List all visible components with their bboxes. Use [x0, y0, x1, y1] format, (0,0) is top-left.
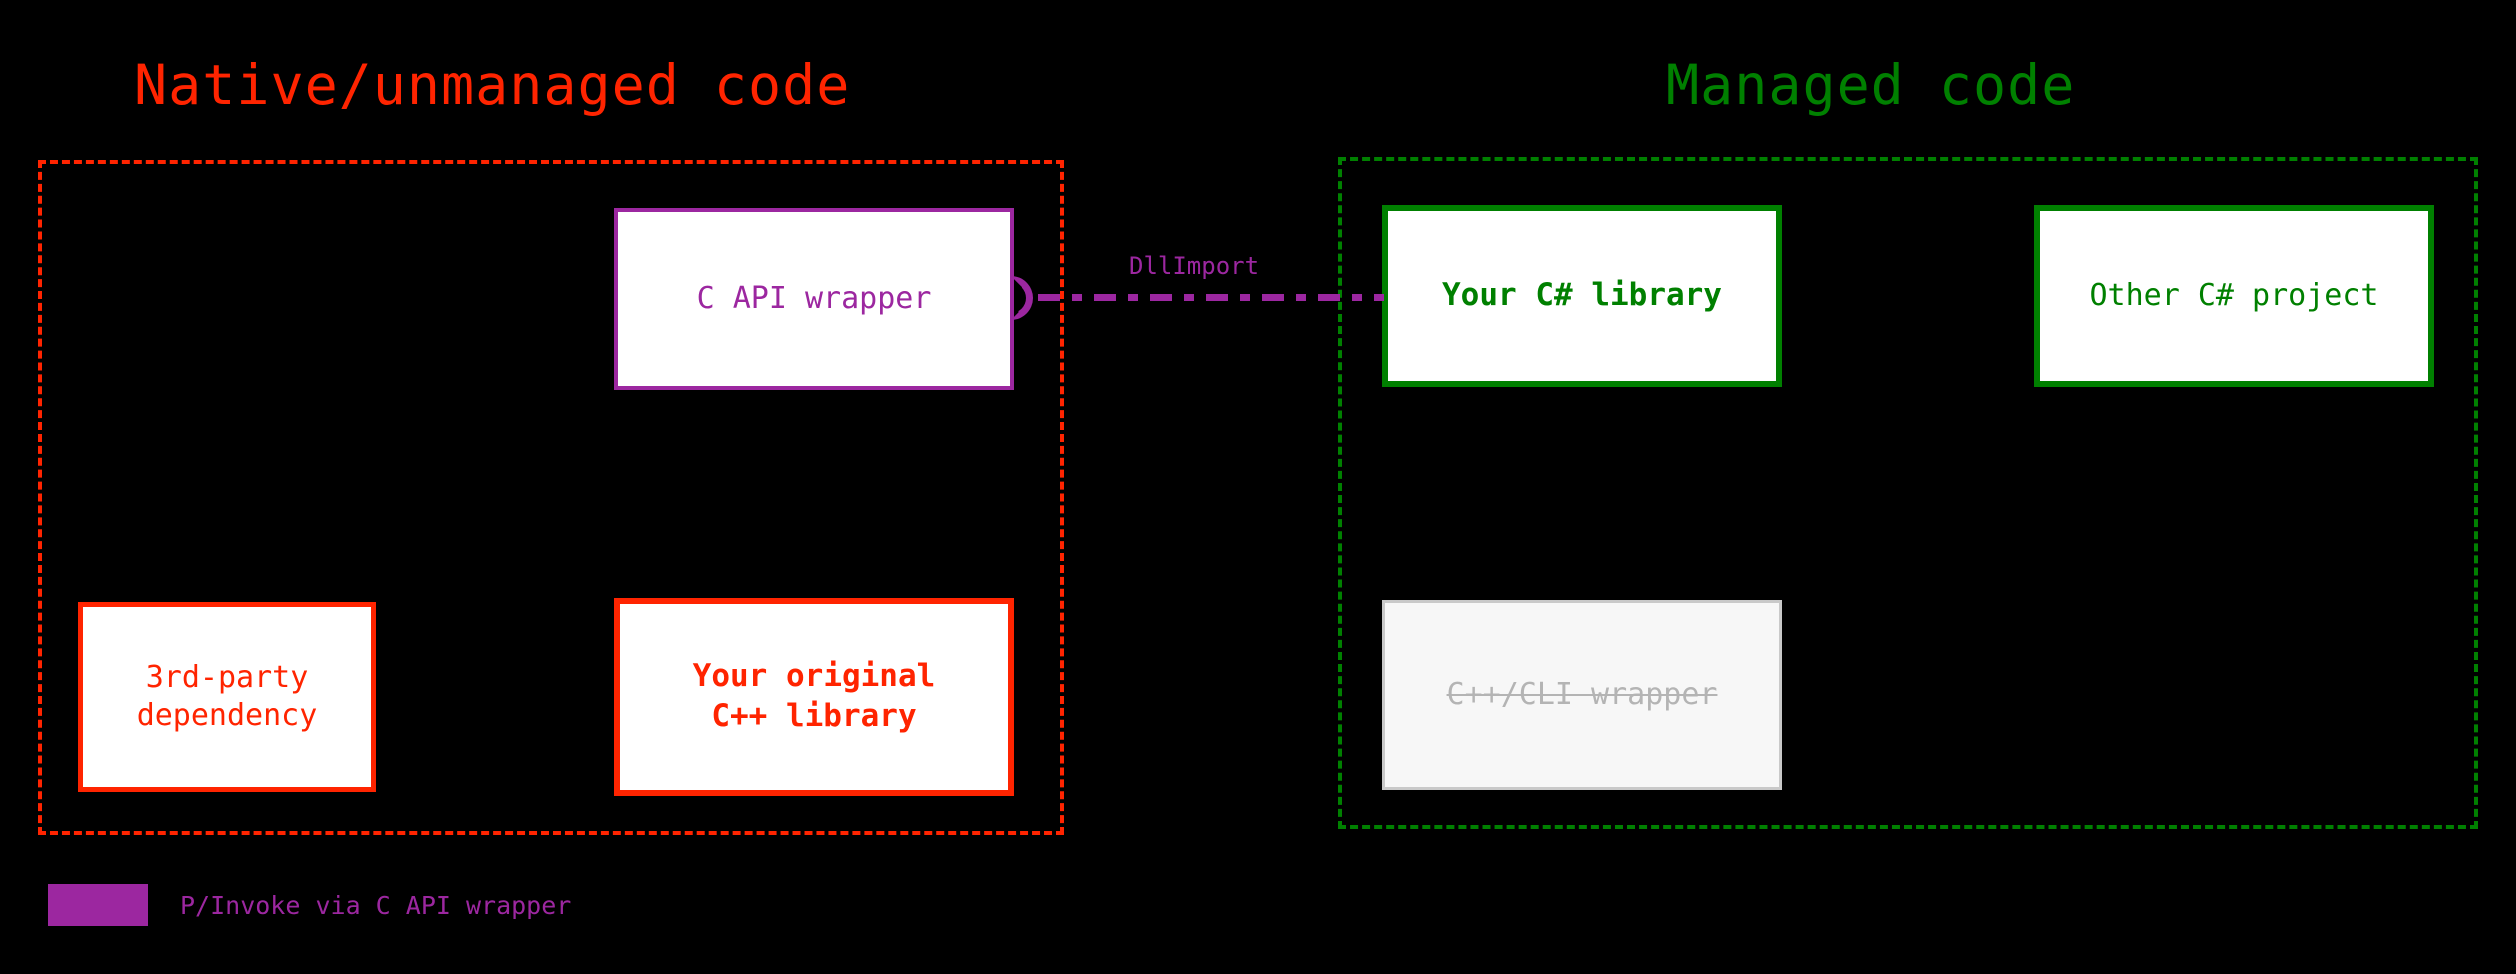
node-cpp-cli-wrapper-label: C++/CLI wrapper: [1446, 676, 1718, 712]
node-3rd-party-dependency-label: 3rd-party dependency: [136, 659, 318, 733]
node-your-original-cpp-library[interactable]: Your original C++ library: [614, 598, 1014, 796]
node-your-csharp-library[interactable]: Your C# library: [1382, 205, 1782, 387]
socket-arc-icon: [1011, 276, 1033, 320]
node-your-csharp-library-label: Your C# library: [1442, 277, 1722, 314]
node-3rd-party-dependency[interactable]: 3rd-party dependency: [78, 602, 376, 792]
group-container-managed: [1338, 157, 2478, 829]
section-title-native: Native/unmanaged code: [134, 53, 851, 117]
node-other-csharp-project-label: Other C# project: [2089, 277, 2379, 313]
node-c-api-wrapper-label: C API wrapper: [696, 280, 932, 316]
legend: P/Invoke via C API wrapper: [48, 884, 571, 926]
group-container-native: [38, 160, 1064, 835]
node-your-original-cpp-library-label: Your original C++ library: [692, 658, 936, 734]
section-title-managed: Managed code: [1666, 53, 2076, 117]
node-cpp-cli-wrapper-disabled[interactable]: C++/CLI wrapper: [1382, 600, 1782, 790]
node-other-csharp-project[interactable]: Other C# project: [2034, 205, 2434, 387]
legend-swatch-pinvoke: [48, 884, 148, 926]
legend-label-pinvoke: P/Invoke via C API wrapper: [180, 890, 572, 920]
node-c-api-wrapper[interactable]: C API wrapper: [614, 208, 1014, 390]
dllimport-connector-line: [1038, 294, 1384, 301]
dllimport-connector-label: DllImport: [1129, 252, 1260, 280]
